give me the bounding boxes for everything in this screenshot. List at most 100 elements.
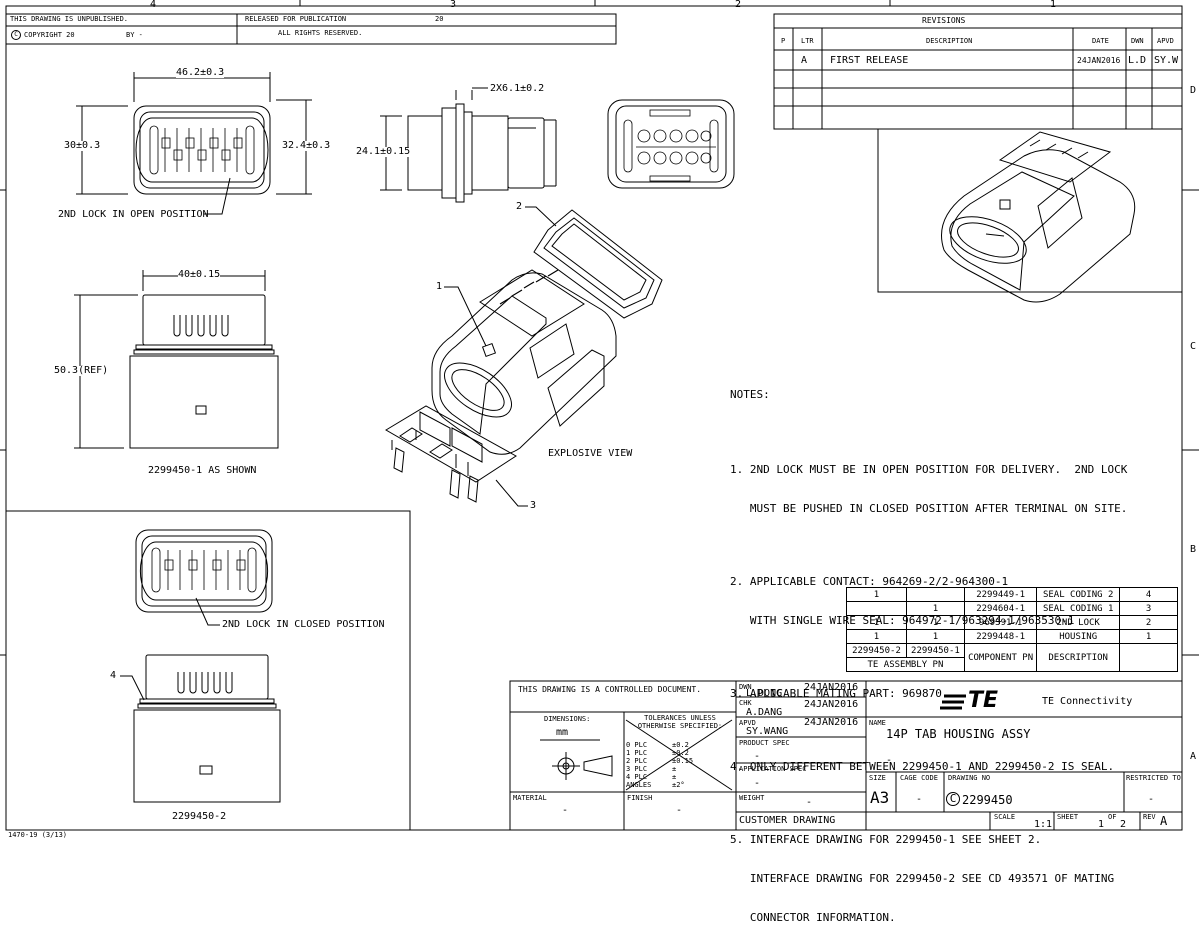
tolerance-title: TOLERANCES UNLESS OTHERWISE SPECIFIED: [637, 714, 723, 730]
label-explosive-view: EXPLOSIVE VIEW [548, 448, 633, 459]
dim-side-width: 2X6.1±0.2 [490, 83, 545, 94]
copyright-icon: C [11, 30, 21, 40]
name-label: NAME [869, 719, 886, 727]
restricted-label: RESTRICTED TO [1126, 774, 1181, 782]
application-spec-value: - [754, 778, 761, 789]
asm-pn-1: 2299450-1 [905, 643, 965, 658]
note-line: 3. APLICABLE MATING PART: 969870 [730, 687, 942, 700]
footer-code: 1470-19 (3/13) [8, 831, 68, 839]
dwgno-value: 2299450 [962, 793, 1013, 807]
rev-header-description: DESCRIPTION [926, 37, 973, 45]
customer-drawing: CUSTOMER DRAWING [739, 815, 836, 826]
dimensions-label: DIMENSIONS: [544, 715, 591, 723]
revisions-title: REVISIONS [922, 16, 966, 25]
dim-front-width: 40±0.15 [178, 269, 221, 280]
dwn-date: 24JAN2016 [804, 682, 859, 693]
zone-top-3: 3 [450, 0, 457, 10]
weight-value: - [806, 797, 813, 808]
material-label: MATERIAL [513, 794, 547, 802]
asm-pn-2: 2299450-2 [846, 643, 907, 658]
dwn-label: DWN [739, 683, 752, 691]
zone-top-1: 1 [1050, 0, 1057, 10]
note-line: 4. ONLY DIFFERENT BETWEEN 2299450-1 AND … [730, 760, 1115, 773]
zone-right-c: C [1190, 341, 1197, 352]
drawing-name: 14P TAB HOUSING ASSY [886, 727, 1031, 741]
sheet-value: 1 [1098, 819, 1105, 830]
notes-title: NOTES: [730, 388, 770, 401]
finish-label: FINISH [627, 794, 653, 802]
released-year: 20 [435, 15, 444, 23]
rev-label: REV [1143, 813, 1156, 821]
note-line: CONNECTOR INFORMATION. [730, 911, 896, 924]
table-row: TE ASSEMBLY PN [846, 657, 1178, 672]
note-line: 2. APPLICABLE CONTACT: 964269-2/2-964300… [730, 575, 1009, 588]
chk-label: CHK [739, 699, 752, 707]
apvd-name: SY.WANG [746, 726, 789, 737]
table-row: 2299450-2 2299450-1 COMPONENT PN DESCRIP… [846, 643, 1178, 672]
cage-label: CAGE CODE [900, 774, 938, 782]
finish-value: - [676, 805, 683, 816]
caption-view-2: 2299450-2 [172, 811, 227, 822]
callout-4: 4 [110, 670, 117, 681]
drawing-name-dash: - [886, 755, 893, 766]
material-value: - [562, 805, 569, 816]
component-pn-header: COMPONENT PN [963, 643, 1038, 672]
apvd-date: 24JAN2016 [804, 717, 859, 728]
dwgno-label: DRAWING NO [948, 774, 991, 782]
of-label: OF [1108, 813, 1117, 821]
unpublished-text: THIS DRAWING IS UNPUBLISHED. [10, 15, 129, 23]
asm-pn-header: TE ASSEMBLY PN [846, 657, 965, 672]
callout-3: 3 [530, 500, 537, 511]
rev-row-apvd: SY.W [1154, 55, 1179, 66]
rev-header-dwn: DWN [1131, 37, 1144, 45]
by-text: BY - [126, 31, 143, 39]
drawing-linework [0, 0, 1199, 831]
apvd-label: APVD [739, 719, 756, 727]
sheet-label: SHEET [1057, 813, 1079, 821]
zone-right-a: A [1190, 751, 1197, 762]
note-line: 1. 2ND LOCK MUST BE IN OPEN POSITION FOR… [730, 463, 1128, 476]
caption-view-1: 2299450-1 AS SHOWN [148, 465, 257, 476]
released-text: RELEASED FOR PUBLICATION [245, 15, 347, 23]
dwgno-prefix-icon: C [946, 792, 960, 806]
chk-name: A.DANG [746, 707, 783, 718]
weight-label: WEIGHT [739, 794, 765, 802]
dwn-name: L.DONG [746, 688, 783, 699]
dim-left-height: 30±0.3 [64, 140, 101, 151]
callout-1: 1 [436, 281, 443, 292]
note-line: 5. INTERFACE DRAWING FOR 2299450-1 SEE S… [730, 833, 1042, 846]
dimensions-unit: mm [556, 727, 569, 738]
size-label: SIZE [869, 774, 886, 782]
tolerance-table: 0 PLC±0.2 1 PLC±0.2 2 PLC±0.15 3 PLC± 4 … [626, 741, 694, 789]
zone-top-2: 2 [735, 0, 742, 10]
zone-right-d: D [1190, 85, 1197, 96]
copyright-text: COPYRIGHT 20 [24, 31, 75, 39]
dim-right-height: 32.4±0.3 [282, 140, 331, 151]
label-lock-closed: 2ND LOCK IN CLOSED POSITION [222, 619, 385, 630]
rev-row-desc: FIRST RELEASE [830, 55, 909, 66]
rev-header-date: DATE [1092, 37, 1109, 45]
restricted-value: - [1148, 794, 1155, 805]
rev-row-dwn: L.D [1128, 55, 1147, 66]
scale-value: 1:1 [1034, 819, 1053, 830]
rev-row-ltr: A [801, 55, 808, 66]
product-spec-value: - [754, 751, 761, 762]
rev-header-ltr: LTR [801, 37, 814, 45]
company-name: TE Connectivity [1042, 696, 1133, 707]
zone-right-b: B [1190, 544, 1197, 555]
dim-side-height: 24.1±0.15 [356, 146, 411, 157]
callout-2: 2 [516, 201, 523, 212]
controlled-text: THIS DRAWING IS A CONTROLLED DOCUMENT. [518, 685, 702, 694]
product-spec-label: PRODUCT SPEC [739, 739, 790, 747]
scale-label: SCALE [994, 813, 1016, 821]
note-line: MUST BE PUSHED IN CLOSED POSITION AFTER … [730, 502, 1128, 515]
rev-value: A [1160, 814, 1168, 828]
description-header: DESCRIPTION [1036, 643, 1121, 672]
te-logo: TE [968, 688, 999, 713]
rev-row-date: 24JAN2016 [1077, 56, 1121, 65]
rev-header-apvd: APVD [1157, 37, 1174, 45]
